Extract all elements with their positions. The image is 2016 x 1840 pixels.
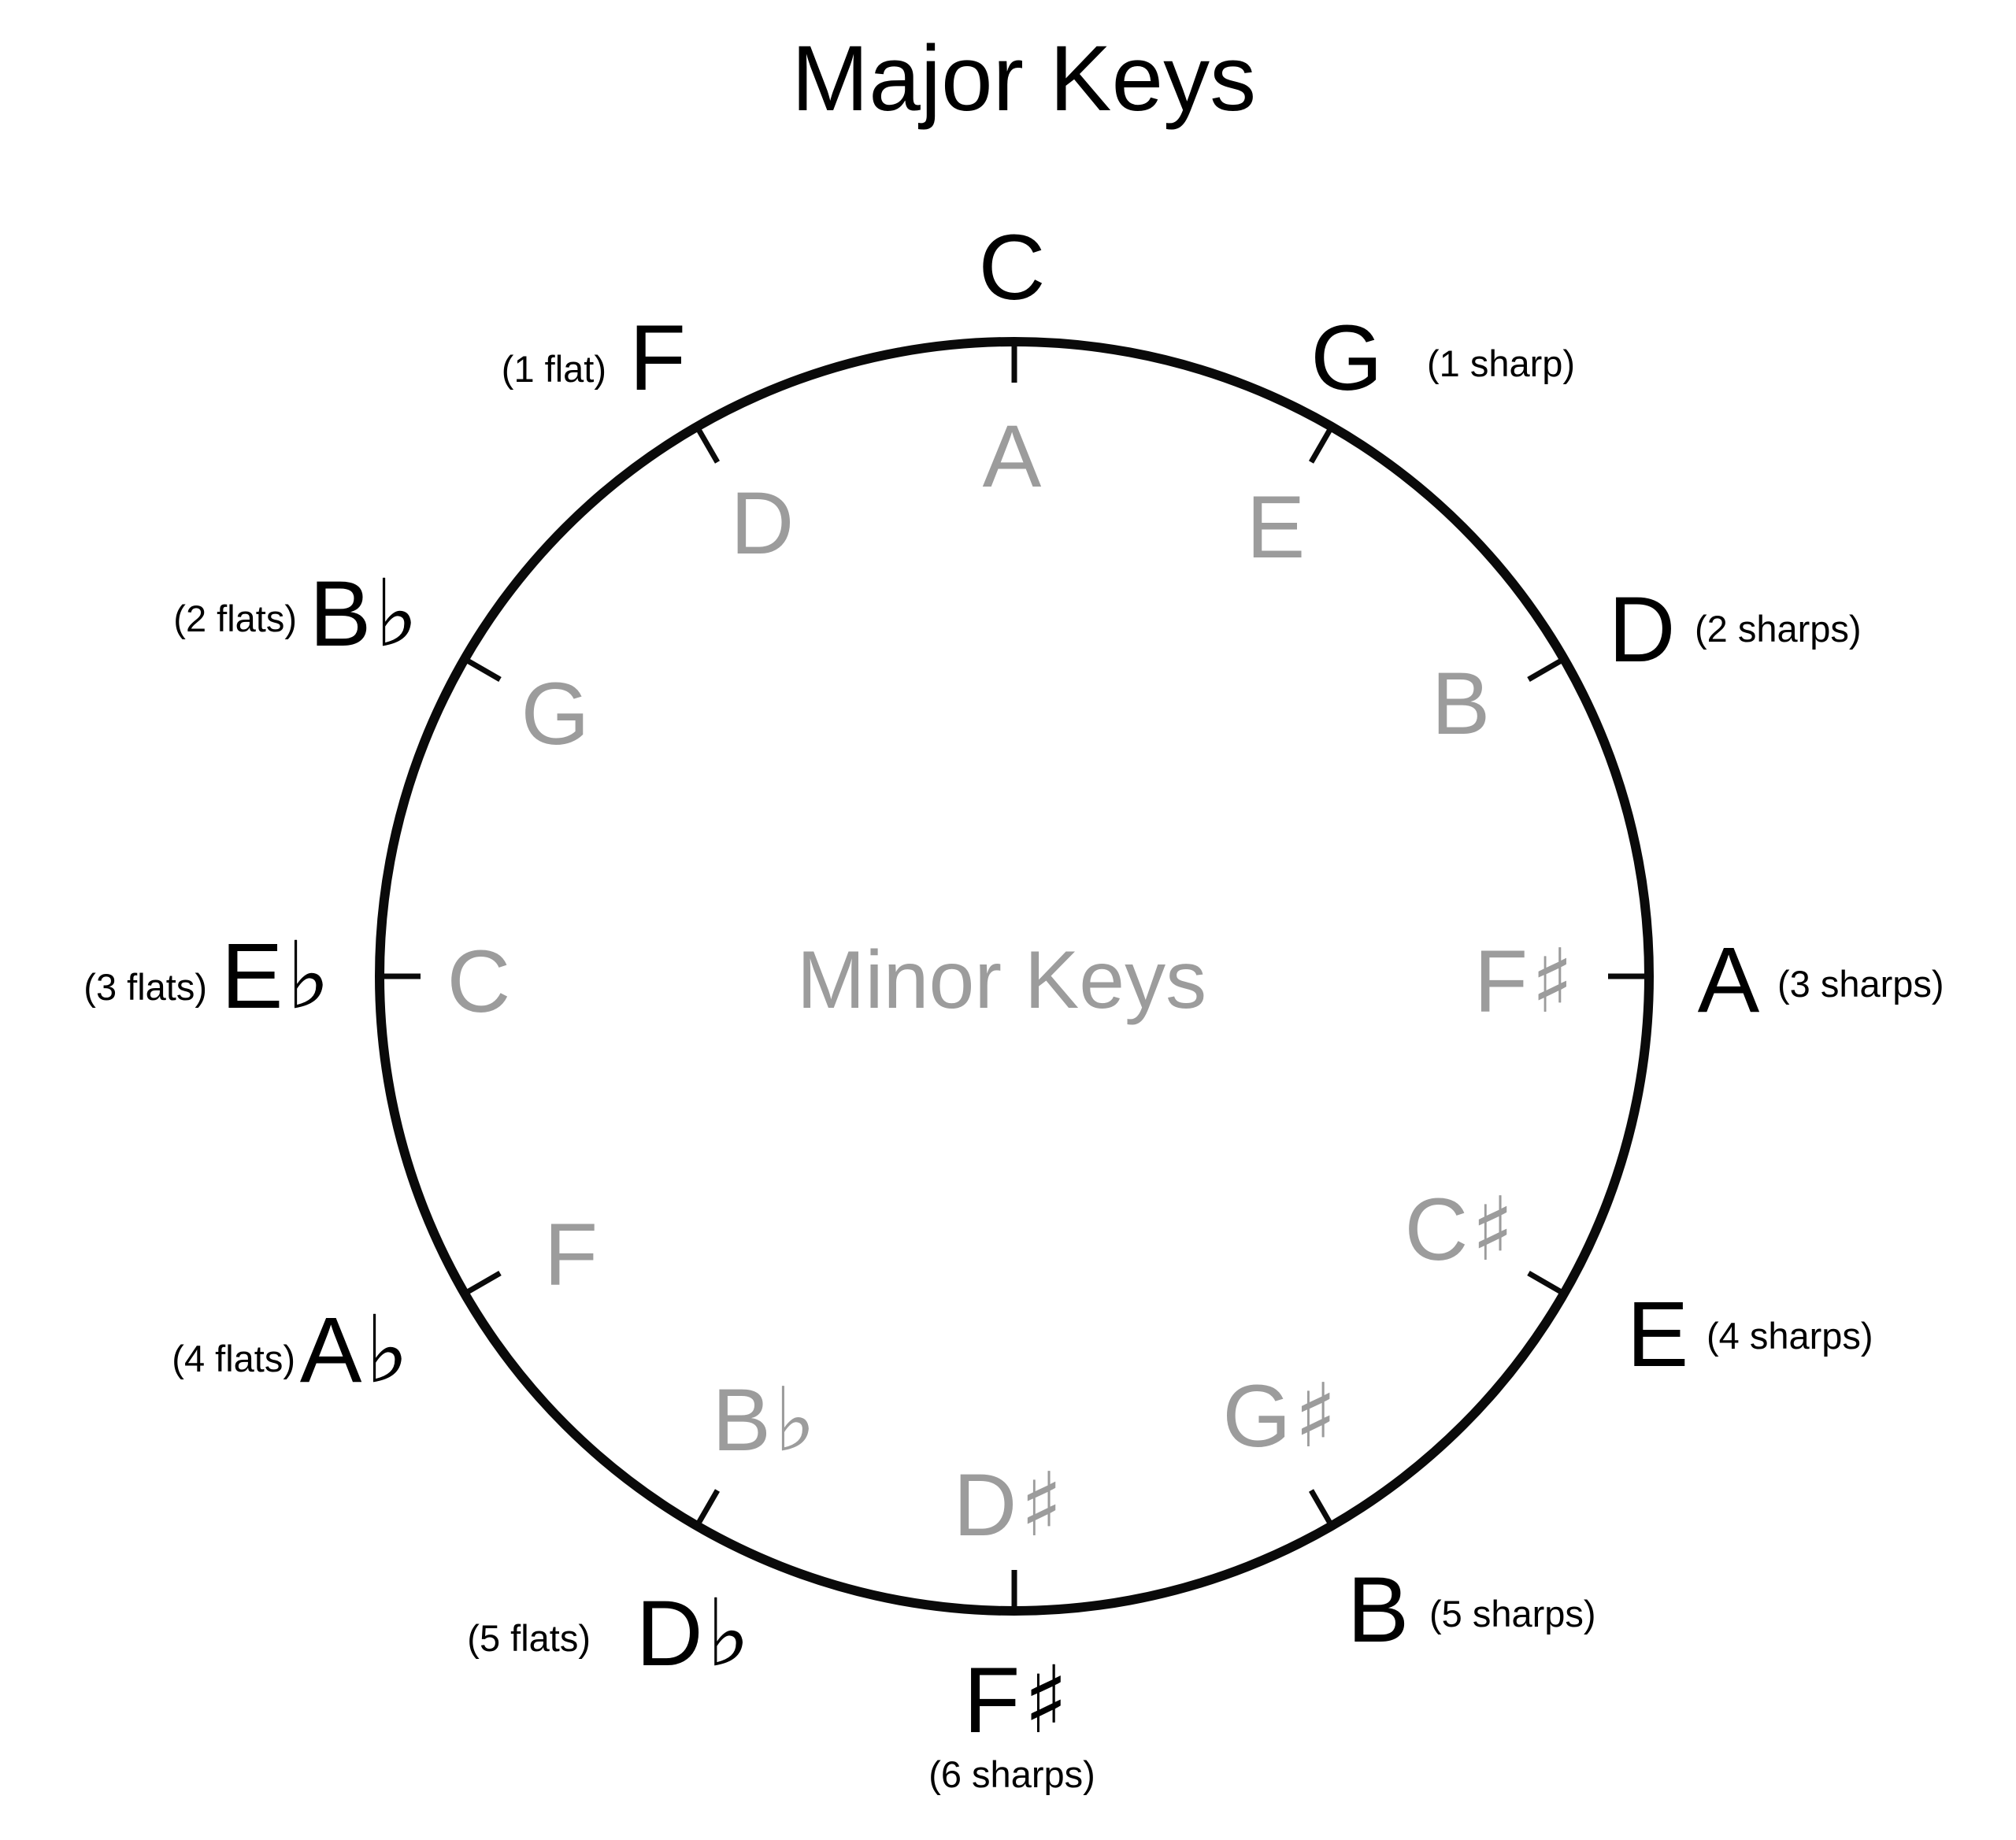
key-signature-label: (5 flats)	[467, 1617, 591, 1659]
major-key-label: C	[978, 216, 1045, 320]
minor-key-label: A	[983, 407, 1042, 505]
major-key-label: A	[1698, 928, 1760, 1032]
minor-key-label: D♯	[953, 1454, 1062, 1557]
minor-key-label: D	[731, 474, 795, 572]
minor-key-label: C♯	[1404, 1179, 1514, 1281]
minor-key-label: G♯	[1222, 1365, 1336, 1468]
major-key-label: D	[1608, 578, 1675, 682]
tick-mark	[1308, 1489, 1336, 1531]
diagram-title: Major Keys	[791, 27, 1256, 131]
key-signature-label: (3 sharps)	[1777, 963, 1944, 1005]
minor-key-label: E	[1247, 478, 1306, 576]
major-key-labels: C G D A E B F♯ D♭ A♭ E♭ B♭ F	[221, 216, 1760, 1754]
major-key-label: G	[1310, 306, 1383, 410]
minor-key-labels: A E B F♯ C♯ G♯ D♯ B♭ F C G D	[447, 407, 1574, 1557]
major-key-label: D♭	[636, 1579, 750, 1687]
key-signature-label: (2 flats)	[173, 598, 297, 639]
tick-mark	[692, 1489, 721, 1531]
tick-mark	[460, 654, 502, 683]
minor-keys-label: Minor Keys	[797, 935, 1206, 1026]
tick-marks	[376, 339, 1652, 1614]
minor-key-label: G	[521, 665, 589, 763]
key-signature-label: (4 sharps)	[1707, 1315, 1873, 1357]
tick-mark	[1308, 422, 1336, 464]
major-key-label: F	[629, 306, 686, 410]
key-signature-labels: (1 sharp) (2 sharps) (3 sharps) (4 sharps) (…	[83, 342, 1944, 1795]
tick-mark	[460, 1270, 502, 1298]
major-key-label: E	[1627, 1283, 1689, 1386]
major-key-label: B♭	[309, 559, 418, 668]
key-signature-label: (5 sharps)	[1429, 1593, 1596, 1635]
major-key-label: F♯	[963, 1646, 1068, 1754]
key-signature-label: (2 sharps)	[1695, 608, 1862, 650]
major-key-label: A♭	[300, 1295, 409, 1404]
key-signature-label: (1 flat)	[502, 348, 606, 390]
key-signature-label: (3 flats)	[83, 966, 207, 1008]
key-signature-label: (4 flats)	[172, 1338, 295, 1379]
minor-key-label: B	[1432, 654, 1491, 753]
key-signature-label: (6 sharps)	[928, 1753, 1095, 1795]
minor-key-label: B♭	[712, 1369, 816, 1472]
tick-mark	[692, 422, 721, 464]
key-signature-label: (1 sharp)	[1427, 342, 1575, 384]
minor-key-label: F	[544, 1205, 598, 1304]
tick-mark	[1527, 654, 1569, 683]
minor-key-label: C	[447, 932, 511, 1031]
tick-mark	[1527, 1270, 1569, 1298]
major-key-label: B	[1347, 1558, 1410, 1662]
major-key-label: E♭	[221, 921, 330, 1030]
minor-key-label: F♯	[1474, 931, 1574, 1033]
